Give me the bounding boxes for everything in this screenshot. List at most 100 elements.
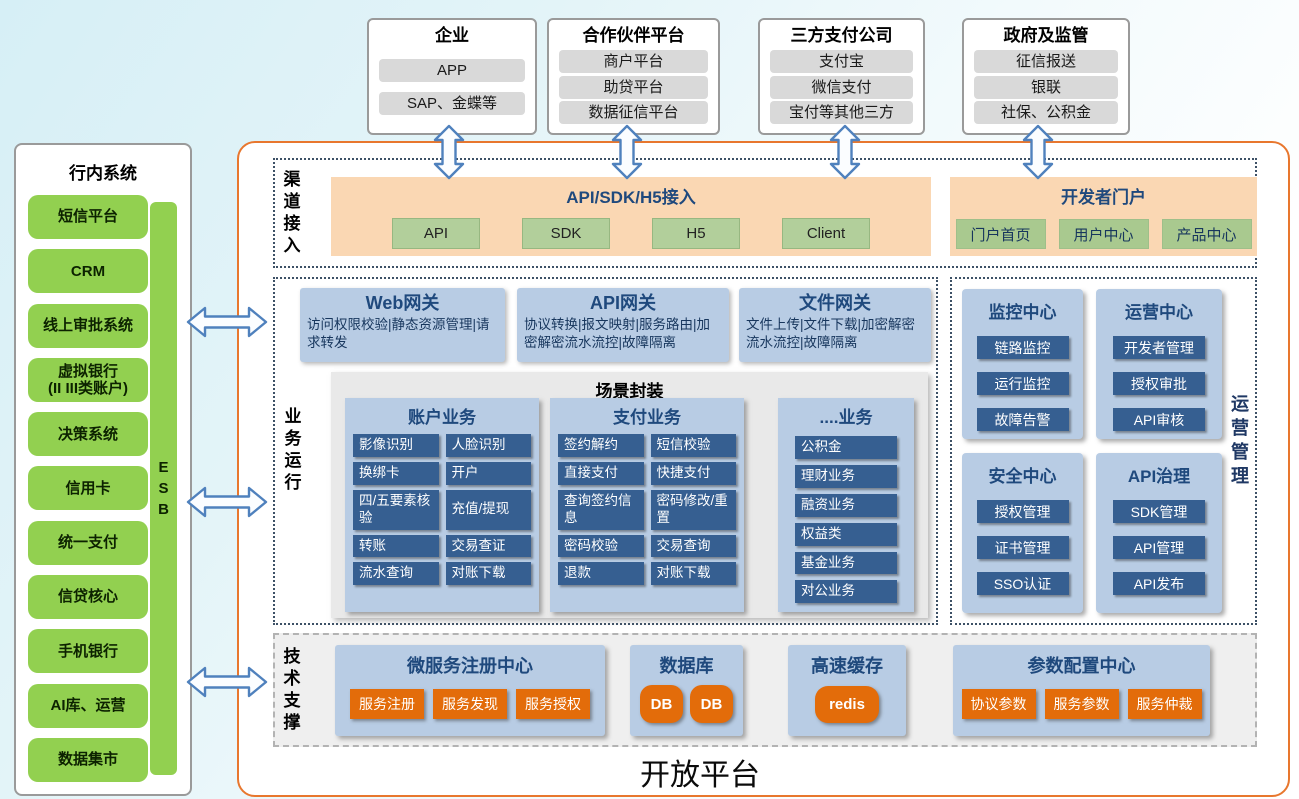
box-items: 协议参数 服务参数 服务仲裁	[953, 689, 1210, 719]
list-item: 社保、公积金	[974, 100, 1118, 124]
box-title: 开发者门户	[1061, 188, 1146, 207]
database-cylinder-icon: DB	[690, 685, 733, 723]
list-item: 交易查询	[650, 534, 736, 558]
box-items: 开发者管理 授权审批 API审核	[1096, 336, 1222, 431]
list-item: 公积金	[795, 436, 897, 459]
page-title: 开放平台	[640, 759, 760, 792]
api-sdk-h5-access-box: API/SDK/H5接入 API SDK H5 Client	[331, 177, 931, 256]
list-item: 开发者管理	[1113, 336, 1205, 359]
double-arrow-horizontal-icon	[186, 664, 268, 700]
cache-box: 高速缓存 redis	[788, 645, 906, 736]
double-arrow-vertical-icon	[610, 124, 644, 180]
list-item: 四/五要素核验	[353, 489, 439, 530]
redis-icon: redis	[815, 686, 879, 723]
list-item: 征信报送	[974, 50, 1118, 74]
portal-button-product-center: 产品中心	[1161, 219, 1252, 249]
scenario-encapsulation-box: 场景封装 账户业务 影像识别 人脸识别 换绑卡 开户 四/五要素核验 充值/提现…	[331, 372, 928, 618]
list-item: 理财业务	[795, 464, 897, 488]
list-item: CRM	[28, 249, 148, 294]
box-title: 参数配置中心	[1027, 656, 1136, 676]
list-item: 基金业务	[795, 551, 897, 575]
list-item: 支付宝	[770, 50, 913, 74]
list-item: 对账下载	[650, 562, 736, 586]
list-item: 转账	[353, 534, 439, 558]
portal-button-user-center: 用户中心	[1058, 219, 1149, 249]
list-item: 对账下载	[445, 562, 531, 586]
list-item: 运行监控	[976, 372, 1069, 395]
list-item: 协议参数	[961, 689, 1036, 719]
box-title: 场景封装	[595, 382, 664, 401]
box-items: 授权管理 证书管理 SSO认证	[962, 500, 1083, 595]
box-title: API网关	[589, 293, 656, 313]
other-business-column: ....业务 公积金 理财业务 融资业务 权益类 基金业务 对公业务	[778, 398, 914, 612]
list-item: 授权审批	[1113, 372, 1205, 395]
portal-buttons: 门户首页 用户中心 产品中心	[950, 219, 1257, 249]
list-item: 影像识别	[353, 434, 439, 457]
file-gateway-box: 文件网关 文件上传|文件下载|加密解密流水流控|故障隔离	[739, 288, 931, 362]
list-item: 快捷支付	[650, 461, 736, 485]
section-label-ops-management: 运营管理	[1231, 394, 1249, 486]
section-ops-management	[950, 277, 1257, 625]
box-items: 服务注册 服务发现 服务授权	[335, 689, 605, 719]
box-title: Web网关	[365, 293, 440, 313]
box-description: 文件上传|文件下载|加密解密流水流控|故障隔离	[746, 317, 916, 350]
list-item: 服务注册	[350, 689, 424, 719]
column-items: 影像识别 人脸识别 换绑卡 开户 四/五要素核验 充值/提现 转账 交易查证 流…	[345, 432, 539, 587]
external-box-partner-platform: 合作伙伴平台 商户平台 助贷平台 数据征信平台	[547, 18, 720, 135]
list-item: SDK管理	[1113, 500, 1205, 523]
internal-systems-list: 短信平台 CRM 线上审批系统 虚拟银行 (II III类账户) 决策系统 信用…	[28, 195, 148, 782]
box-title: 高速缓存	[811, 656, 883, 676]
list-item: 虚拟银行 (II III类账户)	[28, 357, 148, 402]
box-items: 链路监控 运行监控 故障告警	[962, 336, 1083, 431]
list-item: 授权管理	[976, 500, 1069, 523]
box-items: 支付宝 微信支付 宝付等其他三方	[770, 48, 913, 126]
box-title: 三方支付公司	[790, 26, 893, 45]
list-item: 短信校验	[650, 434, 736, 457]
account-business-column: 账户业务 影像识别 人脸识别 换绑卡 开户 四/五要素核验 充值/提现 转账 交…	[345, 398, 539, 612]
column-title: 账户业务	[408, 408, 476, 427]
box-items: DB DB	[630, 685, 743, 723]
box-title: 微服务注册中心	[407, 656, 533, 676]
section-label-business-operation: 业务运行	[284, 407, 302, 492]
list-item: 服务发现	[433, 689, 507, 719]
list-item: 链路监控	[976, 336, 1069, 359]
web-gateway-box: Web网关 访问权限校验|静态资源管理|请求转发	[300, 288, 505, 362]
list-item: 换绑卡	[353, 461, 439, 485]
box-title: 监控中心	[988, 303, 1057, 322]
box-items: 征信报送 银联 社保、公积金	[974, 48, 1118, 126]
api-gateway-box: API网关 协议转换|报文映射|服务路由|加密解密流水流控|故障隔离	[517, 288, 729, 362]
box-description: 协议转换|报文映射|服务路由|加密解密流水流控|故障隔离	[524, 317, 711, 350]
operation-center-box: 运营中心 开发者管理 授权审批 API审核	[1096, 289, 1222, 439]
box-title: API治理	[1127, 467, 1191, 486]
list-item: 对公业务	[795, 580, 897, 604]
list-item: 充值/提现	[445, 489, 531, 530]
box-items: 商户平台 助贷平台 数据征信平台	[559, 48, 708, 126]
box-title: 政府及监管	[1003, 26, 1089, 45]
list-item: API发布	[1113, 572, 1205, 595]
list-item: 服务参数	[1044, 689, 1119, 719]
list-item: API管理	[1113, 536, 1205, 559]
double-arrow-vertical-icon	[1021, 124, 1055, 180]
access-button-sdk: SDK	[522, 218, 610, 249]
list-item: 开户	[445, 461, 531, 485]
list-item: 短信平台	[28, 195, 148, 239]
api-governance-box: API治理 SDK管理 API管理 API发布	[1096, 453, 1222, 613]
database-box: 数据库 DB DB	[630, 645, 743, 736]
list-item: 密码校验	[558, 534, 644, 558]
esb-bus-bar: ESB	[150, 202, 177, 775]
box-items: redis	[788, 686, 906, 723]
box-title: API/SDK/H5接入	[566, 188, 696, 207]
double-arrow-horizontal-icon	[186, 484, 268, 520]
double-arrow-horizontal-icon	[186, 304, 268, 340]
double-arrow-vertical-icon	[432, 124, 466, 180]
list-item: 宝付等其他三方	[770, 100, 913, 124]
list-item: 密码修改/重置	[650, 489, 736, 530]
access-button-client: Client	[782, 218, 870, 249]
list-item: 权益类	[795, 522, 897, 546]
section-business-operation	[273, 277, 938, 625]
internal-systems-panel: 行内系统 短信平台 CRM 线上审批系统 虚拟银行 (II III类账户) 决策…	[14, 143, 192, 796]
database-cylinder-icon: DB	[640, 685, 683, 723]
list-item: SSO认证	[976, 572, 1069, 595]
box-title: 运营中心	[1125, 303, 1193, 322]
